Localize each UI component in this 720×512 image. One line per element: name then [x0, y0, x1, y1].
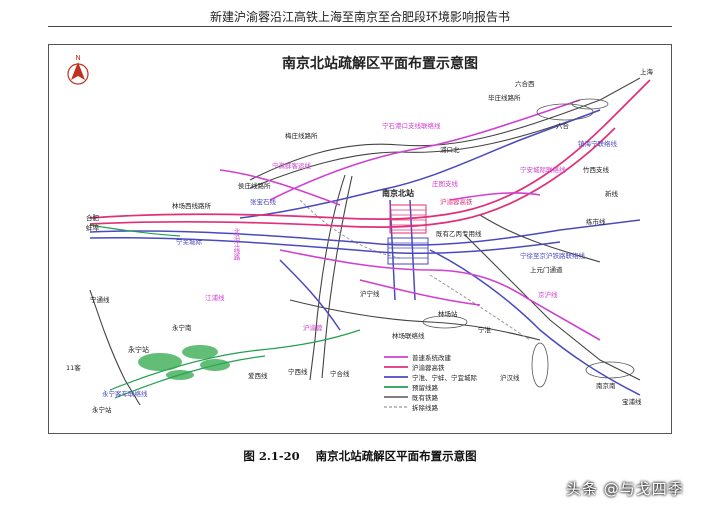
- label-ning-huai: 宁淮: [478, 325, 492, 334]
- label-jiangpu: 江浦线: [205, 293, 225, 302]
- legend-label: 普速系统改建: [412, 353, 452, 362]
- label-ningtong: 宁通线: [90, 295, 110, 304]
- label-huazhuang: 毕庄线路所: [488, 93, 521, 102]
- label-nanjing-south: 南京南: [596, 381, 616, 390]
- existing-railways: [89, 77, 641, 406]
- label-eleven: 11客: [66, 363, 81, 372]
- place-labels: 上海 六合西 六合 毕庄线路所 宁石港口支线联络线 浦口北 梅庄线路所 宁滁蚌客…: [66, 67, 654, 414]
- legend-item: 普速系统改建: [384, 353, 452, 362]
- label-zhenhai: 镇海宁联络线: [578, 139, 618, 148]
- legend-label: 既有铁路: [412, 393, 439, 402]
- legend-label: 沪渝蓉高铁: [412, 363, 445, 372]
- label-luhe: 六合: [556, 121, 570, 130]
- compass-label: N: [75, 54, 80, 62]
- legend-label: 预留线路: [412, 383, 439, 392]
- nanjing-north-station-hatch: [387, 204, 429, 265]
- label-yongning-south: 永宁南: [172, 323, 192, 332]
- label-lian-shi: 练市线: [586, 217, 606, 226]
- nanjing-south-yard: [531, 342, 635, 388]
- yongning-yard: [138, 345, 230, 380]
- label-ningan: 宁安城际联络线: [520, 165, 566, 174]
- legend-item: 预留线路: [384, 383, 439, 392]
- label-ningbo: 宁滁蚌客运线: [272, 161, 312, 170]
- label-station: 南京北站: [382, 188, 414, 198]
- watermark: 头条 @与戈四季: [566, 480, 684, 498]
- label-ningxi: 宁西线: [288, 367, 308, 376]
- label-jinghu: 京沪线: [538, 290, 558, 299]
- legend-item: 拆除线路: [384, 403, 439, 412]
- label-linchang-station: 林场站: [438, 309, 458, 318]
- diagram-frame: [48, 44, 672, 434]
- label-yongning-lian: 永宁客车联络线: [102, 389, 148, 398]
- label-linchang-west: 林场西线路所: [172, 201, 212, 210]
- label-meizhuang: 梅庄线路所: [285, 131, 318, 140]
- label-shanghai: 上海: [640, 67, 654, 76]
- header-rule: [48, 26, 672, 27]
- legend: 普速系统改建 沪渝蓉高铁 宁淮、宁蚌、宁宜城际 预留线路 既有铁路 拆除线路: [384, 353, 478, 412]
- figure-number: 图 2.1-20: [243, 449, 300, 463]
- label-yongning-2: 永宁站: [92, 405, 112, 414]
- label-beijiang: 北沿江线路: [232, 228, 240, 262]
- label-shanghai-gate: 上元门通道: [530, 265, 563, 274]
- label-ninglu: 宁芜城际: [176, 237, 203, 246]
- label-bao-pu: 宝浦线: [622, 397, 642, 406]
- label-yongning: 永宁站: [128, 345, 149, 354]
- label-hefei: 合肥: [86, 213, 100, 222]
- legend-item: 宁淮、宁蚌、宁宜城际: [384, 373, 478, 382]
- label-pukou-north: 浦口北: [440, 145, 460, 154]
- label-yu-hu: 沪渝蓉: [303, 323, 323, 332]
- figure-title: 南京北站疏解区平面布置示意图: [315, 449, 477, 463]
- diagram-title: 南京北站疏解区平面布置示意图: [282, 55, 478, 72]
- label-luhe-west: 六合西: [515, 79, 535, 88]
- label-ninghe-branch: 既有乙丙专用线: [436, 229, 482, 238]
- north-compass-icon: N: [67, 54, 89, 85]
- report-header: 新建沪渝蓉沿江高铁上海至南京至合肥段环境影响报告书: [209, 10, 510, 24]
- label-bengbu: 蚌埠: [86, 223, 100, 232]
- label-aixi: 爱西线: [248, 371, 268, 380]
- reserved-lines: [89, 224, 361, 399]
- hu-yu-rong-hsr: [89, 79, 651, 228]
- label-ningxu: 宁徐至京沪铁路联络线: [520, 251, 586, 260]
- legend-item: 既有铁路: [384, 393, 439, 402]
- label-zhuangtu: 庄图支线: [432, 179, 459, 188]
- legend-label: 宁淮、宁蚌、宁宜城际: [412, 373, 478, 382]
- removed-railways: [299, 199, 531, 341]
- label-shanghai-exist: 沪宁线: [360, 289, 380, 298]
- legend-label: 拆除线路: [412, 403, 439, 412]
- label-hu-yu-rong: 沪渝蓉高铁: [440, 197, 473, 206]
- linchang-yard: [422, 315, 468, 329]
- legend-item: 沪渝蓉高铁: [384, 363, 445, 372]
- label-ninghe: 宁合线: [330, 369, 350, 378]
- intercity-lines: [89, 109, 641, 396]
- label-lincheng-br: 林场联络线: [392, 331, 425, 340]
- label-hu-shan: 沪汉线: [500, 373, 520, 382]
- label-zhangbao: 张宝石线: [250, 197, 277, 206]
- label-houzhuang: 侯庄线路所: [238, 181, 271, 190]
- label-zhuxi: 竹西支线: [583, 165, 610, 174]
- figure-caption: 图 2.1-20 南京北站疏解区平面布置示意图: [0, 448, 720, 464]
- label-xin-xian: 新线: [605, 189, 619, 198]
- luhe-yard: [536, 98, 609, 121]
- conventional-rebuild: [219, 99, 601, 341]
- label-ningshi: 宁石港口支线联络线: [382, 121, 441, 130]
